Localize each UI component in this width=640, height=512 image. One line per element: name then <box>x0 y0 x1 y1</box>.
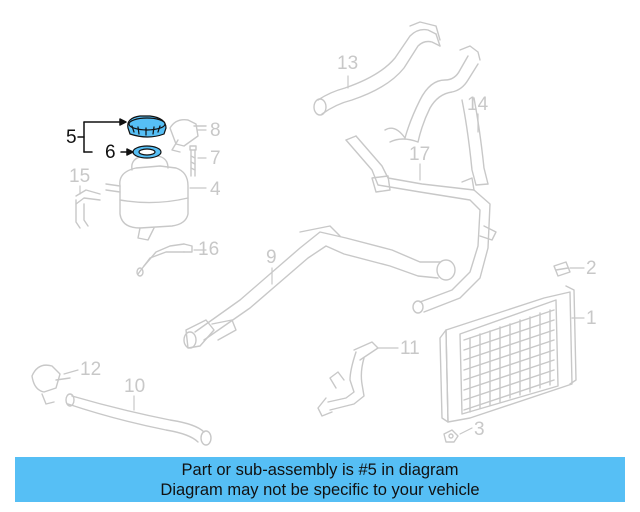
part-4-expansion-tank <box>105 155 189 241</box>
part-5-cap-highlighted[interactable] <box>127 115 167 138</box>
banner-line-1: Part or sub-assembly is #5 in diagram <box>181 461 459 479</box>
callout-10[interactable]: 10 <box>124 376 146 397</box>
part-15-hose <box>75 189 101 229</box>
callout-16[interactable]: 16 <box>198 239 220 260</box>
callout-17[interactable]: 17 <box>409 144 431 165</box>
callout-12[interactable]: 12 <box>80 359 102 380</box>
part-17-pipe <box>345 135 497 314</box>
part-16-hose <box>136 243 193 277</box>
callout-5[interactable]: 5 <box>66 127 77 148</box>
callout-8[interactable]: 8 <box>210 120 221 141</box>
callout-6[interactable]: 6 <box>105 142 116 163</box>
callout-11[interactable]: 11 <box>400 338 420 359</box>
info-banner: Part or sub-assembly is #5 in diagram Di… <box>15 457 625 502</box>
part-6-seal-highlighted[interactable] <box>132 145 162 159</box>
callout-1[interactable]: 1 <box>586 308 597 329</box>
callout-9[interactable]: 9 <box>266 247 277 268</box>
callout-4[interactable]: 4 <box>210 179 221 200</box>
part-12-elbow <box>31 364 71 405</box>
part-2-clip <box>553 261 571 277</box>
part-14-hose <box>384 45 489 186</box>
part-1-radiator <box>439 285 577 423</box>
callout-5-6-leaders <box>77 118 134 156</box>
callout-14[interactable]: 14 <box>467 94 489 115</box>
part-11-hose <box>317 341 379 417</box>
part-13-upper-hose <box>313 21 441 116</box>
callout-leaders <box>63 75 585 435</box>
callout-13[interactable]: 13 <box>337 53 359 74</box>
part-8-elbow <box>169 118 207 153</box>
part-3-nut <box>443 429 459 443</box>
banner-line-2: Diagram may not be specific to your vehi… <box>160 481 480 499</box>
part-7-bolt <box>189 145 197 177</box>
callout-2[interactable]: 2 <box>586 258 597 279</box>
part-9-pipe <box>183 225 456 349</box>
callout-7[interactable]: 7 <box>210 148 221 169</box>
callout-15[interactable]: 15 <box>69 166 91 187</box>
callout-3[interactable]: 3 <box>474 419 485 440</box>
part-10-hose <box>65 393 212 446</box>
